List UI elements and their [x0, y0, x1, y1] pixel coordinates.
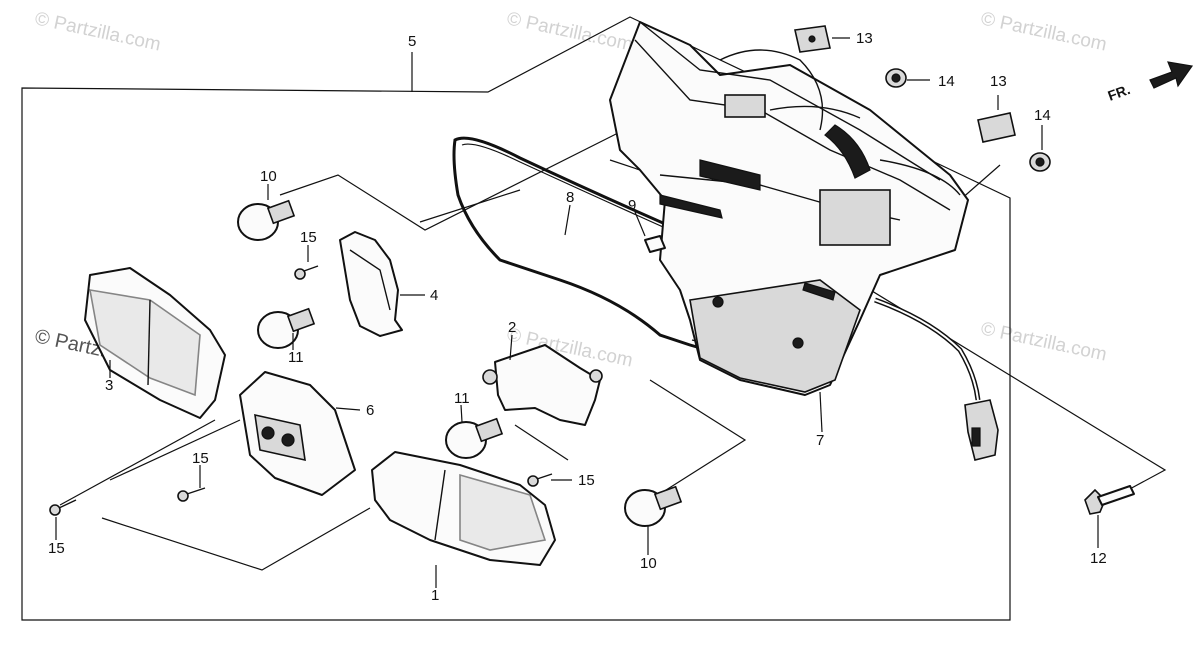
screw	[49, 499, 77, 516]
callout-label: 12	[1090, 550, 1107, 567]
bracket-edge	[349, 249, 391, 311]
callout-leaders	[55, 37, 1099, 588]
left-turn-signal-lens	[84, 267, 226, 419]
callout-label: 10	[260, 168, 277, 185]
callout-label: 14	[1034, 107, 1051, 124]
bolt	[1084, 485, 1135, 515]
screw	[177, 487, 206, 502]
callout-label: 3	[105, 377, 113, 394]
bulb	[257, 307, 316, 349]
assembly-outline	[21, 16, 1011, 621]
watermark: © Partzilla.com	[33, 8, 163, 55]
callout-label: 2	[508, 319, 516, 336]
callout-label: 10	[640, 555, 657, 572]
right-turn-signal-lens	[371, 451, 556, 566]
callout-label: 15	[48, 540, 65, 557]
watermark: © Partzilla.com	[979, 318, 1109, 365]
bracket	[339, 231, 403, 337]
callout-label: 7	[816, 432, 824, 449]
bracket-mount	[589, 369, 603, 383]
bulb	[237, 199, 296, 241]
nut	[885, 68, 907, 88]
callout-label: 6	[366, 402, 374, 419]
callout-label: 14	[938, 73, 955, 90]
callout-label: 15	[300, 229, 317, 246]
bracket	[494, 344, 601, 426]
socket-housing	[239, 371, 356, 496]
callout-labels: 5 13 14 13 14 10 15 4 8 9 11 3 2 6 11 15…	[48, 30, 1107, 604]
rubber-pad	[794, 25, 831, 53]
bracket-mount	[482, 369, 498, 385]
callout-label: 15	[578, 472, 595, 489]
callout-label: 11	[454, 390, 470, 407]
callout-label: 1	[431, 587, 439, 604]
callout-label: 4	[430, 287, 438, 304]
front-direction-indicator: FR.	[1106, 61, 1194, 104]
callout-label: 13	[856, 30, 873, 47]
bulb	[445, 417, 504, 459]
bulb	[624, 485, 683, 527]
nut	[1029, 152, 1051, 172]
callout-label: 5	[408, 33, 416, 50]
direction-label: FR.	[1106, 81, 1133, 104]
tail-light-housing	[609, 21, 969, 396]
screw	[294, 265, 319, 280]
wiring-harness	[874, 297, 999, 461]
callout-label: 8	[566, 189, 574, 206]
arrow-right-icon	[1149, 61, 1194, 89]
screw	[527, 473, 553, 487]
clip	[644, 235, 666, 253]
callout-label: 15	[192, 450, 209, 467]
callout-label: 11	[288, 349, 304, 366]
rubber-pad	[977, 112, 1016, 143]
watermark: © Partzilla.com	[979, 8, 1109, 55]
callout-label: 13	[990, 73, 1007, 90]
callout-label: 9	[628, 197, 636, 214]
